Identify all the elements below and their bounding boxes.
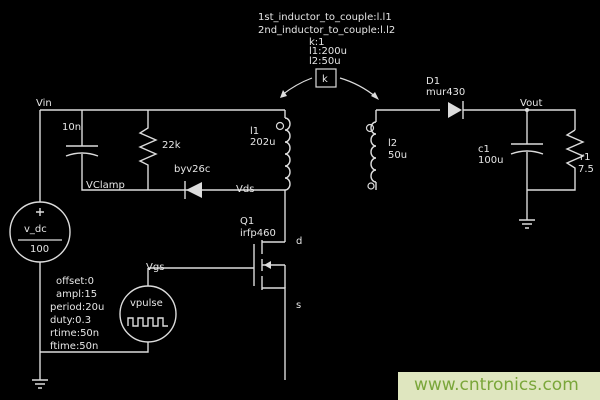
vpulse-name: vpulse — [130, 298, 163, 309]
r1-resistor — [527, 129, 585, 191]
coupling-arrowhead-right — [371, 92, 379, 100]
coupling-symbol: k — [322, 74, 328, 85]
vdc-name: v_dc — [24, 224, 47, 235]
net-vgs: Vgs — [146, 262, 164, 273]
l1-name: l1 — [250, 126, 259, 137]
l2-dot — [365, 123, 375, 133]
vpulse-ground-wire — [40, 342, 149, 353]
coupling-box — [315, 68, 337, 88]
pulse-param: rtime:50n — [50, 328, 99, 339]
dclamp-value: byv26c — [174, 164, 210, 175]
r1-value: 7.5 — [578, 164, 594, 175]
coupling-arrowhead-left — [280, 90, 287, 98]
pulse-param: duty:0.3 — [50, 315, 91, 326]
l1-dot — [275, 121, 285, 131]
q1-name: Q1 — [240, 216, 254, 227]
vdc-value: 100 — [30, 244, 49, 255]
watermark-banner: www.cntronics.com — [398, 372, 600, 400]
c1-name: c1 — [478, 144, 490, 155]
coupling-arrow-left — [281, 77, 313, 96]
l2-name: l2 — [388, 138, 397, 149]
pulse-param: ampl:15 — [56, 289, 97, 300]
coupling-k-value: k:1 — [309, 37, 325, 48]
pulse-param: offset:0 — [56, 276, 94, 287]
cclamp-plate-bottom — [65, 152, 99, 157]
l1-coil — [284, 117, 291, 191]
vpulse-source-body — [119, 285, 177, 343]
pulse-param: period:20u — [50, 302, 104, 313]
c1-value: 100u — [478, 155, 503, 166]
vdc-source-body — [9, 201, 71, 263]
d1-diode-body — [448, 102, 462, 118]
q1-part: irfp460 — [240, 228, 276, 239]
l2-coil — [370, 121, 377, 183]
net-vout: Vout — [520, 98, 543, 109]
d1-name: D1 — [426, 76, 440, 87]
vout-rail — [463, 109, 576, 130]
coupling-arrow-right — [339, 77, 377, 98]
c1-plate-bottom — [510, 150, 544, 155]
net-source: s — [296, 300, 301, 311]
coupling-line-1: 1st_inductor_to_couple:l.l1 — [258, 12, 392, 23]
net-vclamp: VClamp — [86, 180, 125, 191]
primary-ground-symbol — [32, 379, 48, 389]
q1-source-wire — [262, 287, 286, 380]
l2-bottom-terminal — [367, 182, 375, 190]
pulse-param: ftime:50n — [50, 341, 98, 352]
d1-part: mur430 — [426, 87, 465, 98]
rclamp-value: 22k — [162, 140, 181, 151]
l1-value: 202u — [250, 137, 275, 148]
net-drain: d — [296, 236, 302, 247]
vdc-plus-sign — [36, 208, 44, 216]
vclamp-wire — [81, 154, 285, 191]
pulse-waveform-icon — [127, 317, 168, 327]
net-vds: Vds — [236, 184, 254, 195]
coupling-line-2: 2nd_inductor_to_couple:l.l2 — [258, 25, 395, 36]
l2-value: 50u — [388, 150, 407, 161]
q1-body-arrow — [264, 261, 271, 269]
coupling-l2-value: l2:50u — [309, 56, 341, 67]
rclamp-resistor — [138, 110, 158, 190]
watermark-text: www.cntronics.com — [414, 375, 579, 395]
net-vin: Vin — [36, 98, 52, 109]
coupling-l1-value: l1:200u — [309, 46, 347, 57]
r1-name: r1 — [580, 152, 590, 163]
secondary-ground-symbol — [519, 219, 535, 229]
cclamp-value: 10n — [62, 122, 81, 133]
dclamp-diode-body — [186, 182, 202, 198]
